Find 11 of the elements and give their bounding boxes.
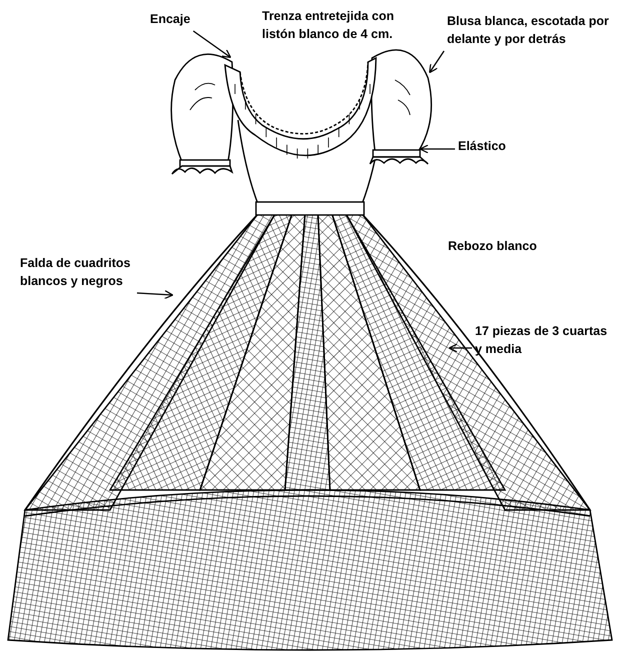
callout-text: Elástico	[458, 137, 506, 155]
arrow	[428, 50, 445, 74]
arrow	[420, 144, 455, 154]
callout-text: Falda de cuadritos blancos y negros	[20, 254, 134, 290]
callout-text: Encaje	[150, 10, 190, 28]
arrow	[448, 343, 472, 353]
arrow	[192, 30, 232, 58]
callout-text: Blusa blanca, escotada por delante y por detrás	[447, 12, 619, 48]
label-text: Trenza entretejida con listón blanco de 4 cm.	[262, 8, 395, 43]
label-text: Rebozo blanco	[448, 238, 538, 255]
arrow	[136, 290, 174, 300]
